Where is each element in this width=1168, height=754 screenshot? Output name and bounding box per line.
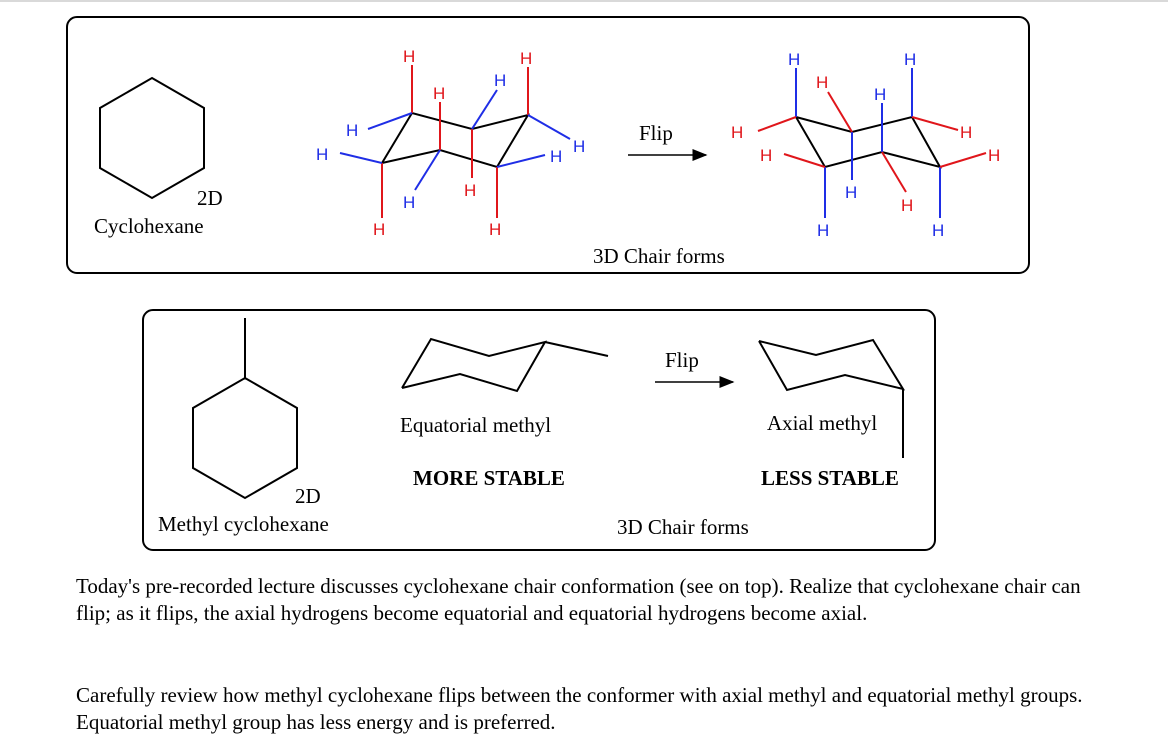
top-panel-frame (66, 16, 1030, 274)
h-atom: H (346, 121, 358, 140)
top-caption: 3D Chair forms (593, 244, 725, 268)
h-atom: H (573, 137, 585, 156)
h-atom: H (464, 181, 476, 200)
h-atom: H (816, 73, 828, 92)
more-stable-label: MORE STABLE (413, 466, 565, 490)
cyclohexane-name: Cyclohexane (94, 214, 204, 238)
h-atom: H (845, 183, 857, 202)
h-atom: H (988, 146, 1000, 165)
bottom-panel-frame (142, 309, 936, 551)
h-atom: H (874, 85, 886, 104)
bottom-2d-label: 2D (295, 484, 321, 508)
cyclohexane-2d-ring (99, 76, 205, 200)
h-atom: H (494, 71, 506, 90)
review-note-paragraph: Carefully review how methyl cyclohexane … (76, 683, 1083, 735)
h-atom: H (373, 220, 385, 239)
top-divider (0, 0, 1168, 2)
h-atom: H (731, 123, 743, 142)
h-atom: H (817, 221, 829, 240)
h-atom: H (932, 221, 944, 240)
top-flip-label: Flip (639, 121, 673, 145)
h-atom: H (960, 123, 972, 142)
h-atom: H (403, 193, 415, 212)
h-atom: H (403, 47, 415, 66)
bottom-flip-label: Flip (665, 348, 699, 372)
methylcyclohexane-name: Methyl cyclohexane (158, 512, 329, 536)
h-atom: H (433, 84, 445, 103)
less-stable-label: LESS STABLE (761, 466, 899, 490)
chair-form-1: H H H H H H H H H H H H (316, 47, 585, 239)
chair-axial-methyl (758, 338, 906, 458)
chair-equatorial-methyl (401, 337, 609, 393)
h-atom: H (788, 50, 800, 69)
h-atom: H (489, 220, 501, 239)
bottom-caption: 3D Chair forms (617, 515, 749, 539)
h-atom: H (316, 145, 328, 164)
top-2d-label: 2D (197, 186, 223, 210)
h-atom: H (901, 196, 913, 215)
conformation-diagram: 2D Cyclohexane H H H H H H (66, 16, 1030, 551)
h-atom: H (520, 49, 532, 68)
equatorial-methyl-label: Equatorial methyl (400, 413, 551, 437)
methylcyclohexane-2d (192, 318, 298, 500)
h-atom: H (550, 147, 562, 166)
axial-methyl-label: Axial methyl (767, 411, 877, 435)
chair-form-2: H H H H H H H H H H H H (731, 50, 1000, 240)
h-atom: H (904, 50, 916, 69)
h-atom: H (760, 146, 772, 165)
lecture-note-paragraph: Today's pre-recorded lecture discusses c… (76, 574, 1081, 626)
